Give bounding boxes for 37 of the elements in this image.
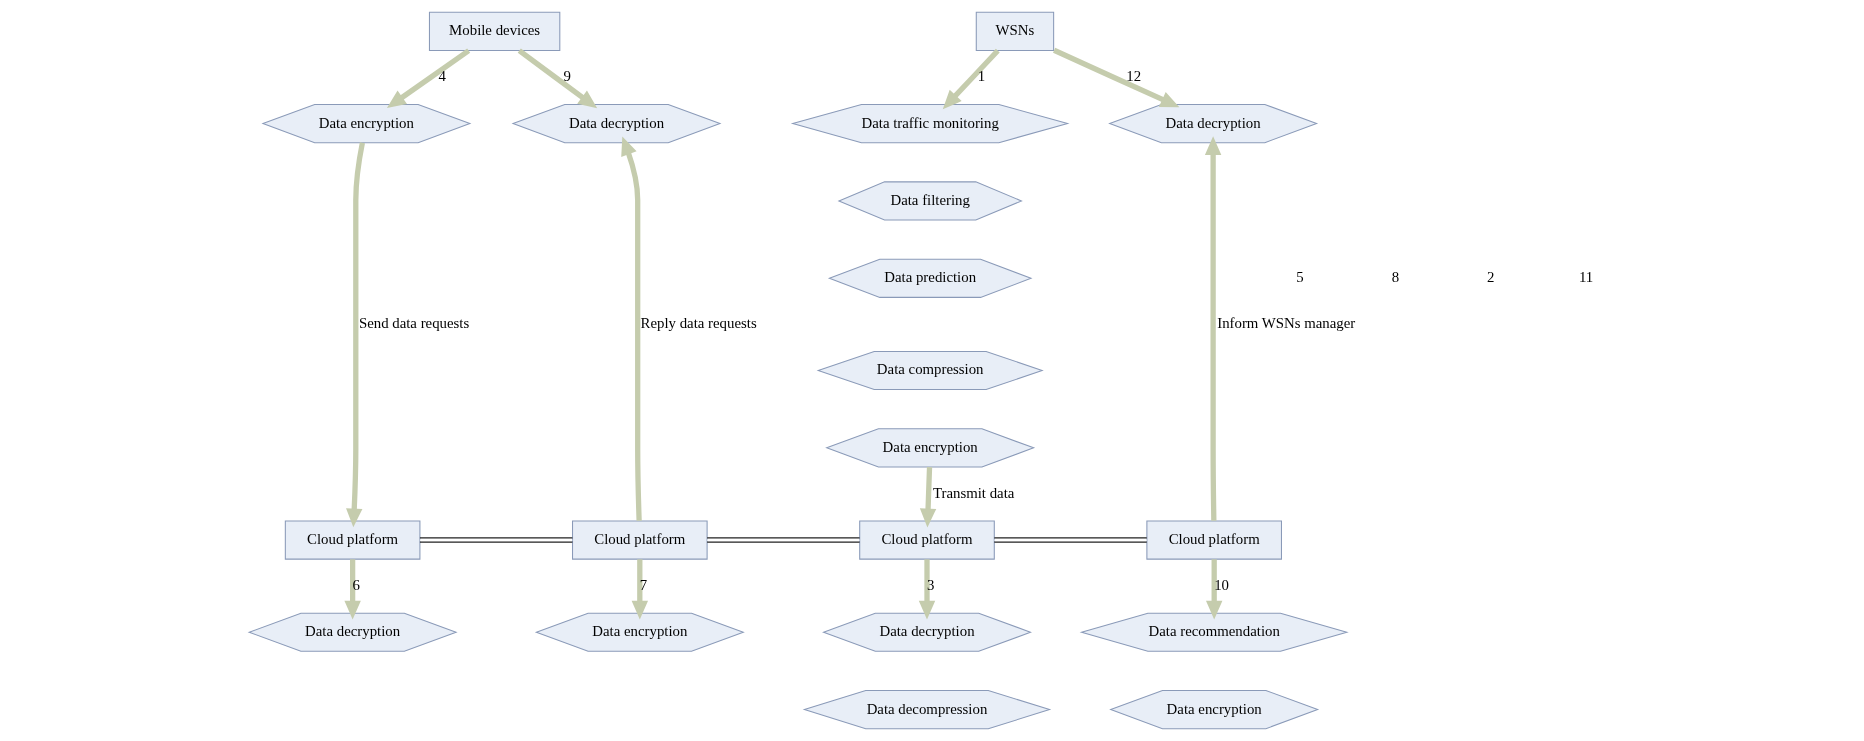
edge-label: 9 xyxy=(563,68,571,85)
edge-label: 1 xyxy=(977,68,986,85)
node-box: Cloud platform xyxy=(572,520,708,560)
node-box: WSNs xyxy=(975,11,1055,51)
label: 2 xyxy=(1487,269,1495,286)
edge-label: 10 xyxy=(1214,577,1230,594)
arrow xyxy=(344,559,361,620)
arrow xyxy=(631,559,649,620)
arrow xyxy=(1053,47,1180,108)
arrow xyxy=(1204,136,1222,521)
node-box: Cloud platform xyxy=(1146,520,1282,560)
arrow xyxy=(621,136,642,521)
arrow xyxy=(1205,559,1223,620)
connector xyxy=(419,537,574,543)
arrow xyxy=(346,142,365,528)
arrow xyxy=(918,559,936,620)
node-box: Mobile devices xyxy=(428,11,561,51)
connector xyxy=(993,537,1148,543)
edge-label: 4 xyxy=(438,68,446,85)
arrow xyxy=(919,467,937,528)
label: 5 xyxy=(1296,269,1304,286)
edge-label: 3 xyxy=(927,577,935,594)
arrow xyxy=(517,48,598,109)
edge-label: 7 xyxy=(639,577,648,594)
edge-label: Reply data requests xyxy=(640,315,757,332)
connector xyxy=(706,537,861,543)
edge-label: 12 xyxy=(1126,68,1142,85)
edge-label: Send data requests xyxy=(358,315,470,332)
edge-label: Inform WSNs manager xyxy=(1217,315,1356,332)
node-box: Cloud platform xyxy=(859,520,995,560)
label: 11 xyxy=(1579,269,1594,286)
label: 8 xyxy=(1391,269,1400,286)
edge-label: Transmit data xyxy=(932,484,1015,501)
arrow xyxy=(386,48,471,109)
edge-label: 6 xyxy=(352,577,361,594)
arrow xyxy=(942,48,1000,110)
node-box: Cloud platform xyxy=(284,520,421,560)
